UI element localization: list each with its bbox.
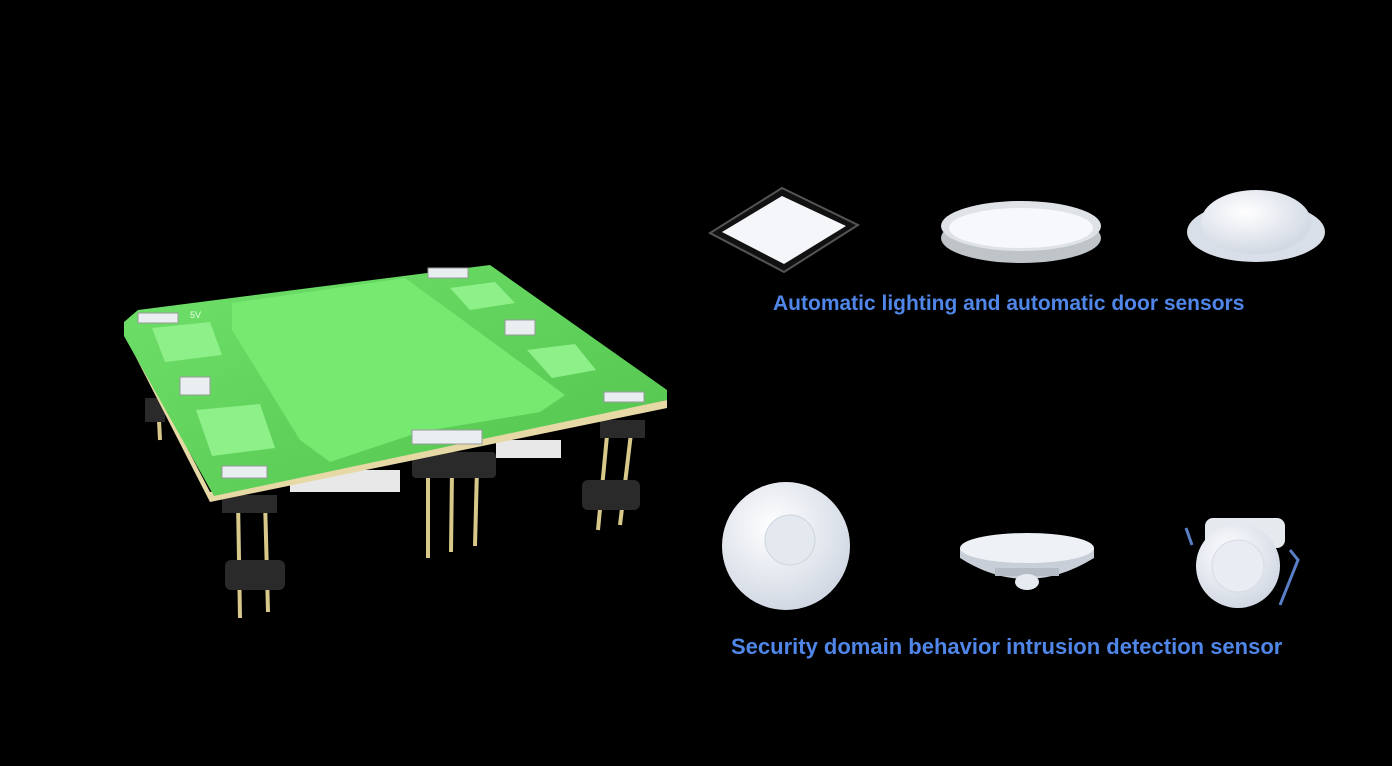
security-intrusion-caption: Security domain behavior intrusion detec… [731,634,1283,659]
round-pir-sensor [722,482,850,610]
header-pins [156,399,634,619]
pin-housings [145,398,645,590]
round-ceiling-light [941,201,1101,263]
lighting-door-sensors-caption: Automatic lighting and automatic door se… [773,292,1245,315]
recessed-pir-sensor [1184,518,1300,608]
pcb-5v-label: 5V [190,310,201,320]
square-ceiling-light [707,186,861,274]
dome-sensor-light [1187,190,1325,262]
ceiling-mount-sensor [960,533,1094,590]
radar-sensor-pcb: 5V [124,265,667,619]
